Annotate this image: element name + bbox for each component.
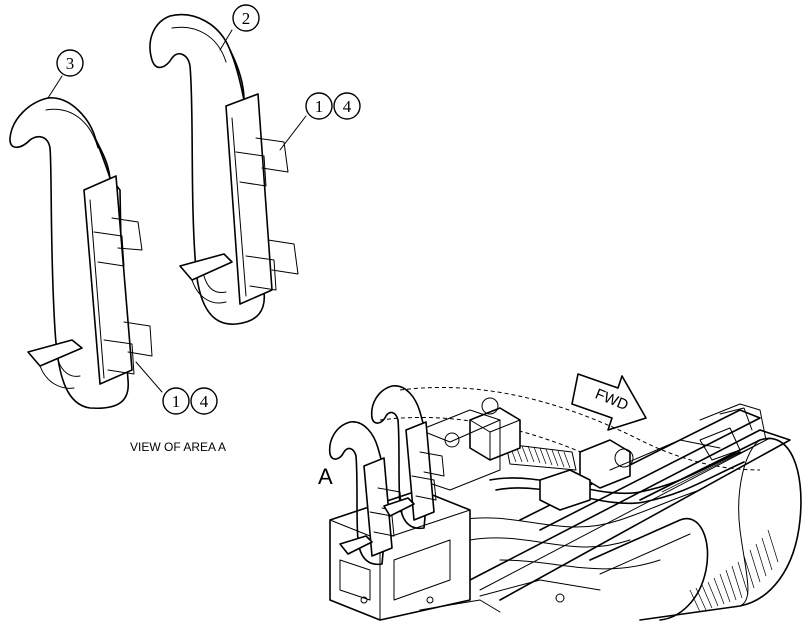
callout-1-4-upper: 1 4 (279, 92, 361, 151)
bracket-3 (9, 97, 153, 410)
callout-2: 2 (219, 4, 260, 51)
area-a-label: A (318, 464, 333, 489)
callout-4-lower-number: 4 (200, 392, 209, 411)
callout-2-number: 2 (242, 9, 251, 28)
bracket-2 (149, 13, 299, 325)
callout-4-upper-number: 4 (343, 97, 352, 116)
callout-3-number: 3 (66, 54, 75, 73)
callout-3: 3 (47, 49, 84, 99)
callout-1-lower-number: 1 (172, 392, 181, 411)
callout-1-upper-number: 1 (315, 97, 324, 116)
view-caption: VIEW OF AREA A (130, 440, 226, 454)
installed-assembly (328, 385, 802, 621)
fwd-arrow: FWD (571, 373, 647, 431)
callout-1-4-lower: 1 4 (135, 361, 218, 415)
